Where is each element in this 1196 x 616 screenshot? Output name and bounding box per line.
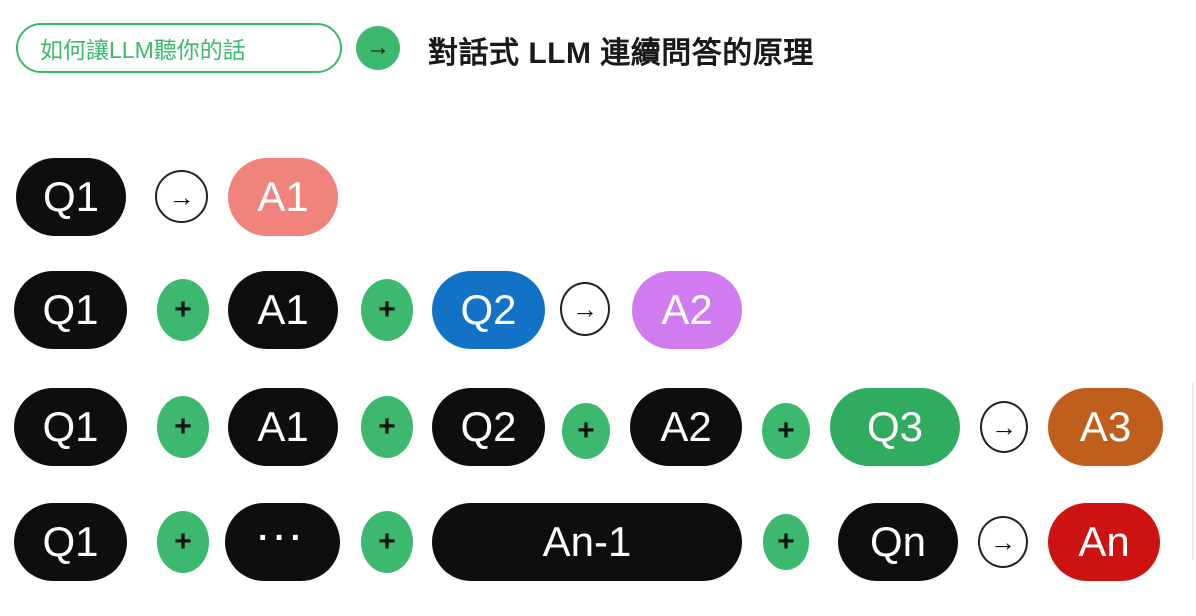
plus-icon: + [157, 511, 209, 573]
node-a2: A2 [630, 388, 742, 466]
arrow-circle-icon: → [980, 401, 1028, 453]
plus-icon: + [762, 403, 810, 459]
plus-icon: + [157, 396, 209, 458]
node-a1: A1 [228, 271, 338, 349]
node-q1: Q1 [14, 271, 127, 349]
page-title: 對話式 LLM 連續問答的原理 [428, 37, 814, 70]
plus-icon: + [157, 279, 209, 341]
node-a3: A3 [1048, 388, 1163, 466]
arrow-circle-icon: → [560, 282, 610, 336]
node-q2: Q2 [432, 388, 545, 466]
node-qn: Qn [838, 503, 958, 581]
plus-icon: + [763, 514, 809, 570]
topic-pill-label: 如何讓LLM聽你的話 [40, 37, 246, 63]
node-q2: Q2 [432, 271, 545, 349]
arrow-glyph: → [366, 34, 390, 61]
node-a1: A1 [228, 158, 338, 236]
node-an-1: An-1 [432, 503, 742, 581]
node-q1: Q1 [16, 158, 126, 236]
arrow-circle-icon: → [155, 170, 208, 223]
plus-icon: + [361, 396, 413, 458]
arrow-circle-icon: → [978, 516, 1028, 568]
node-an: An [1048, 503, 1160, 581]
node-q3: Q3 [830, 388, 960, 466]
plus-icon: + [361, 511, 413, 573]
topic-pill[interactable]: 如何讓LLM聽你的話 [16, 23, 342, 73]
arrow-circle-icon: → [356, 26, 400, 70]
right-edge-divider [1192, 382, 1194, 560]
node-q1: Q1 [14, 503, 127, 581]
plus-icon: + [562, 403, 610, 459]
plus-icon: + [361, 279, 413, 341]
node-a1: A1 [228, 388, 338, 466]
node-ellipsis: ··· [225, 503, 340, 581]
node-a2: A2 [632, 271, 742, 349]
node-q1: Q1 [14, 388, 127, 466]
